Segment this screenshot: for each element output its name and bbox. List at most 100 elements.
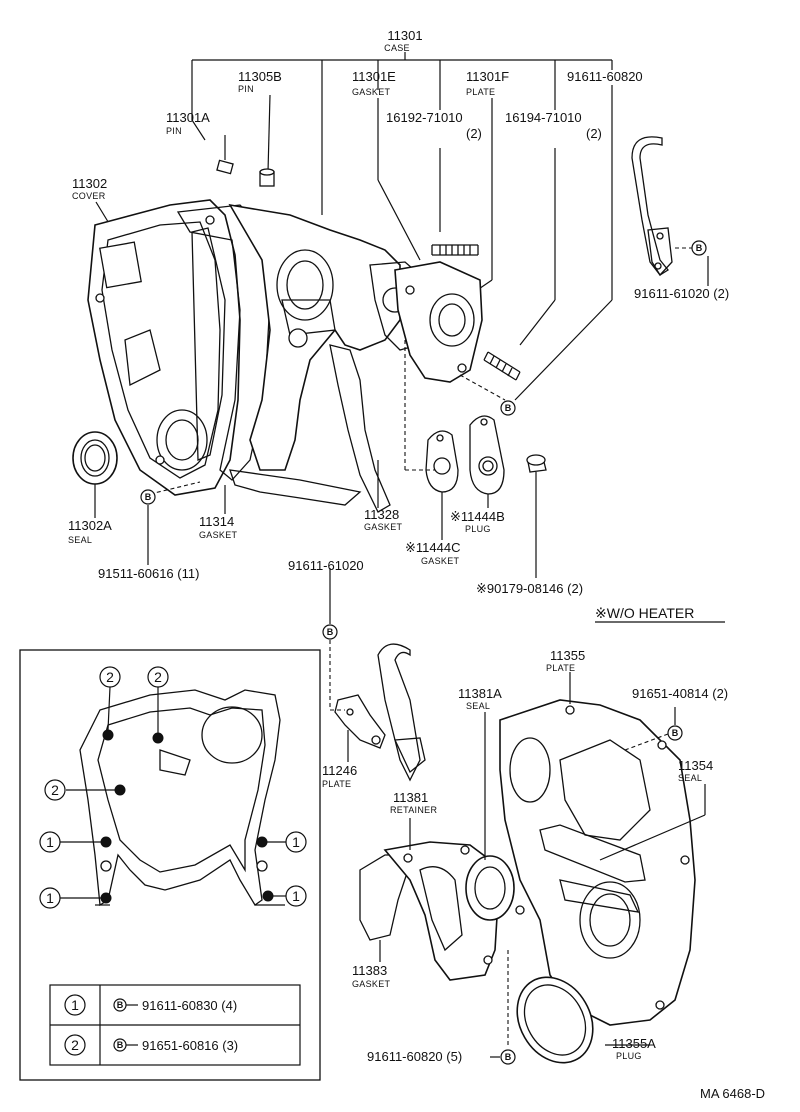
inset-marker: 1: [285, 885, 307, 907]
label-91611-61020-right: 91611-61020 (2): [634, 286, 729, 301]
rear-oil-seal-11381A: [465, 855, 515, 921]
bolt-marker: B: [140, 489, 156, 505]
part-number: ※11444B: [450, 509, 505, 524]
upper-leader-lines: [95, 85, 613, 401]
part-name: PIN: [238, 84, 254, 94]
part-name: GASKET: [352, 87, 391, 97]
legend-row-part: 91651-60816 (3): [142, 1038, 238, 1053]
bolt-marker-letter: B: [672, 728, 679, 738]
part-number: 11383: [352, 963, 387, 978]
part-number: 11301: [387, 28, 422, 43]
label-11381A: 11381A SEAL: [458, 686, 502, 711]
inset-marker-label: 1: [46, 834, 54, 850]
label-11301A: 11301A PIN: [166, 110, 210, 136]
inset-marker-label: 2: [154, 669, 162, 685]
bolt-marker-letter: B: [505, 403, 512, 413]
part-name: GASKET: [352, 979, 391, 989]
part-name: PLATE: [466, 87, 495, 97]
label-11305B: 11305B PIN: [238, 69, 282, 94]
plug-11444B: [469, 415, 505, 495]
part-number: 91611-60820 (5): [367, 1049, 462, 1064]
case-gasket-11328: [329, 344, 391, 513]
inset-marker: 1: [285, 831, 307, 853]
label-91611-60820-top: 91611-60820: [567, 69, 643, 84]
part-name: RETAINER: [390, 805, 437, 815]
part-number: 11328: [364, 507, 399, 522]
label-91611-60820-bottom: 91611-60820 (5): [367, 1049, 462, 1064]
part-number: 91611-61020 (2): [634, 286, 729, 301]
plug-11355A: [516, 976, 594, 1064]
bolt-marker-letter: B: [145, 492, 152, 502]
legend-row-marker: B: [117, 1040, 124, 1050]
inset-marker: 2: [99, 666, 121, 688]
part-number: 11246: [322, 763, 357, 778]
legend-row-number: 1: [71, 997, 79, 1013]
label-11383: 11383 GASKET: [352, 963, 391, 989]
end-plate-11355: [499, 699, 696, 1026]
part-name: GASKET: [421, 556, 460, 566]
part-number: 11301E: [352, 69, 396, 84]
part-name: PLATE: [322, 779, 351, 789]
label-11444B: ※11444B PLUG: [450, 509, 505, 534]
inset-marker-label: 2: [106, 669, 114, 685]
part-number: 11355: [550, 648, 585, 663]
bracket-hook-upper: [631, 136, 673, 277]
stud-16192-71010: [431, 244, 479, 256]
part-name: SEAL: [466, 701, 490, 711]
part-name: PLATE: [546, 663, 575, 673]
bolt-marker: B: [691, 240, 707, 256]
part-name: SEAL: [68, 535, 92, 545]
part-qty: (2): [466, 126, 482, 141]
part-qty: (2): [586, 126, 602, 141]
bolt-marker-letter: B: [696, 243, 703, 253]
part-number: 11305B: [238, 69, 282, 84]
part-number: 11314: [199, 514, 234, 529]
part-name: COVER: [72, 191, 106, 201]
label-16192-71010: 16192-71010 (2): [386, 110, 482, 141]
case-11301: [228, 203, 401, 471]
label-11302: 11302 COVER: [72, 176, 107, 201]
inset-marker: 1: [39, 887, 61, 909]
label-11354: 11354 SEAL: [678, 758, 713, 783]
bolt-marker: B: [322, 624, 338, 640]
label-11381: 11381 RETAINER: [390, 790, 437, 815]
part-name: SEAL: [678, 773, 702, 783]
pin-11305B: [259, 168, 275, 187]
part-number: 91611-60820: [567, 69, 643, 84]
part-number: 11355A: [612, 1036, 656, 1051]
label-90179-08146: ※90179-08146 (2): [476, 581, 583, 596]
label-11355: 11355 PLATE: [546, 648, 585, 673]
label-11328: 11328 GASKET: [364, 507, 402, 532]
label-11302A: 11302A SEAL: [68, 518, 112, 545]
label-11301F: 11301F PLATE: [466, 69, 509, 97]
part-name: GASKET: [199, 530, 238, 540]
label-11314: 11314 GASKET: [199, 514, 238, 540]
part-number: 11381A: [458, 686, 502, 701]
label-11355A: 11355A PLUG: [612, 1036, 656, 1061]
bolt-marker: B: [667, 725, 683, 741]
bolt-legend-table: 1 B 91611-60830 (4) 2 B 91651-60816 (3): [49, 984, 301, 1066]
part-number: 91511-60616 (11): [98, 566, 199, 581]
part-number: 11302A: [68, 518, 112, 533]
part-number: 11381: [393, 790, 428, 805]
inset-marker-label: 2: [51, 782, 59, 798]
inset-marker-label: 1: [292, 834, 300, 850]
seal-11354: [539, 824, 646, 913]
label-91611-61020-mid: 91611-61020: [288, 558, 364, 573]
inset-marker-label: 1: [46, 890, 54, 906]
inset-marker: 1: [39, 831, 61, 853]
label-91511-60616: 91511-60616 (11): [98, 566, 199, 581]
bolt-marker: B: [500, 400, 516, 416]
plate-11301F: [394, 261, 483, 383]
bracket-hook-lower: [377, 643, 426, 782]
footer-diagram-code: MA 6468-D: [700, 1086, 765, 1101]
part-number: 11301F: [466, 69, 509, 84]
bolt-marker-letter: B: [327, 627, 334, 637]
label-11444C: ※11444C GASKET: [405, 540, 460, 566]
plate-11246: [334, 694, 386, 762]
legend-row-number: 2: [71, 1037, 79, 1053]
part-number: 11302: [72, 176, 107, 191]
part-number: 91651-40814 (2): [632, 686, 728, 701]
part-number: 91611-61020: [288, 558, 364, 573]
